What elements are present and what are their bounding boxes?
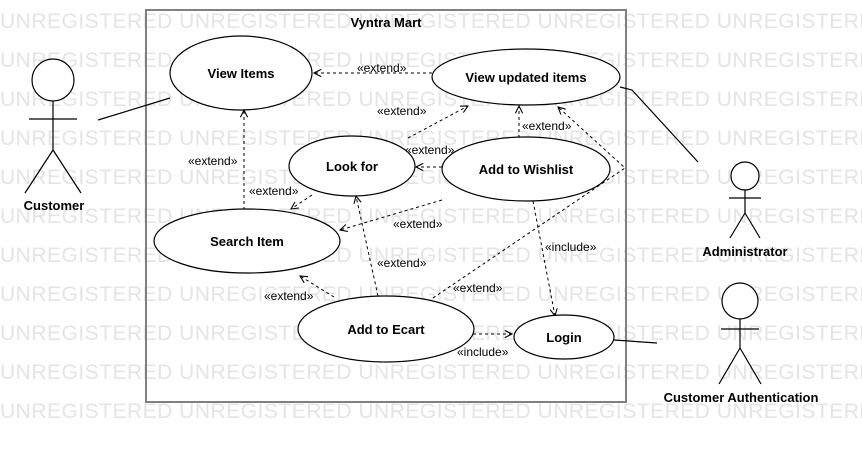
use-case-label: Search Item — [210, 234, 284, 249]
watermark-text: UNREGISTERED UNREGISTERED UNREGISTERED U… — [0, 10, 862, 33]
actor-head — [730, 161, 760, 191]
watermark-text: UNREGISTERED UNREGISTERED UNREGISTERED U… — [0, 400, 862, 423]
system-title: Vyntra Mart — [350, 15, 422, 30]
actor-head — [31, 58, 75, 102]
relationship-line — [300, 276, 335, 298]
actor-label-customer-authentication: Customer Authentication — [664, 390, 819, 405]
use-case-add-to-wishlist[interactable]: Add to Wishlist — [441, 136, 611, 202]
association-customer-auth-login — [613, 339, 658, 344]
use-case-label: View Items — [208, 66, 275, 81]
use-case-add-to-ecart[interactable]: Add to Ecart — [297, 295, 475, 363]
relationship-line — [356, 196, 379, 297]
relationship-label-extend: «extend» — [522, 119, 572, 133]
relationship-line — [407, 106, 468, 139]
actor-head — [721, 282, 759, 320]
relationship-label-extend: «extend» — [188, 154, 238, 168]
relationship-label-extend: «extend» — [393, 217, 443, 231]
use-case-search-item[interactable]: Search Item — [153, 208, 341, 274]
relationship-label-include: «include» — [545, 240, 597, 254]
watermark-text: UNREGISTERED UNREGISTERED UNREGISTERED U… — [0, 361, 862, 384]
watermark-text: UNREGISTERED UNREGISTERED UNREGISTERED U… — [0, 283, 862, 306]
actor-label-customer: Customer — [24, 198, 85, 213]
watermark-text: UNREGISTERED UNREGISTERED UNREGISTERED U… — [0, 127, 862, 150]
relationship-label-extend: «extend» — [405, 143, 455, 157]
use-case-label: Login — [546, 330, 581, 345]
relationship-line — [291, 194, 313, 209]
use-case-login[interactable]: Login — [513, 314, 615, 360]
watermark-text: UNREGISTERED UNREGISTERED UNREGISTERED U… — [0, 166, 862, 189]
actor-customer[interactable] — [24, 58, 82, 194]
relationship-label-extend: «extend» — [264, 289, 314, 303]
relationship-label-extend: «extend» — [357, 61, 407, 75]
use-case-look-for[interactable]: Look for — [288, 135, 416, 197]
relationship-label-extend: «extend» — [249, 184, 299, 198]
use-case-view-items[interactable]: View Items — [169, 35, 313, 111]
relationship-label-extend: «extend» — [453, 281, 503, 295]
association-administrator-view-updated-items — [619, 86, 699, 163]
use-case-label: Look for — [326, 159, 378, 174]
use-case-label: View updated items — [465, 70, 586, 85]
association-customer-view-items — [97, 97, 171, 121]
watermark-text: UNREGISTERED UNREGISTERED UNREGISTERED U… — [0, 88, 862, 111]
watermark-text: UNREGISTERED UNREGISTERED UNREGISTERED U… — [0, 49, 862, 72]
actor-administrator[interactable] — [729, 161, 761, 239]
relationship-label-extend: «extend» — [377, 256, 427, 270]
relationship-label-include: «include» — [457, 345, 509, 359]
system-boundary — [145, 9, 627, 403]
actor-label-administrator: Administrator — [702, 244, 787, 259]
use-case-label: Add to Wishlist — [479, 162, 574, 177]
use-case-label: Add to Ecart — [347, 322, 425, 337]
use-case-view-updated-items[interactable]: View updated items — [431, 48, 621, 106]
relationship-line — [532, 200, 555, 316]
actor-customer-authentication[interactable] — [718, 282, 762, 385]
relationship-label-extend: «extend» — [377, 104, 427, 118]
